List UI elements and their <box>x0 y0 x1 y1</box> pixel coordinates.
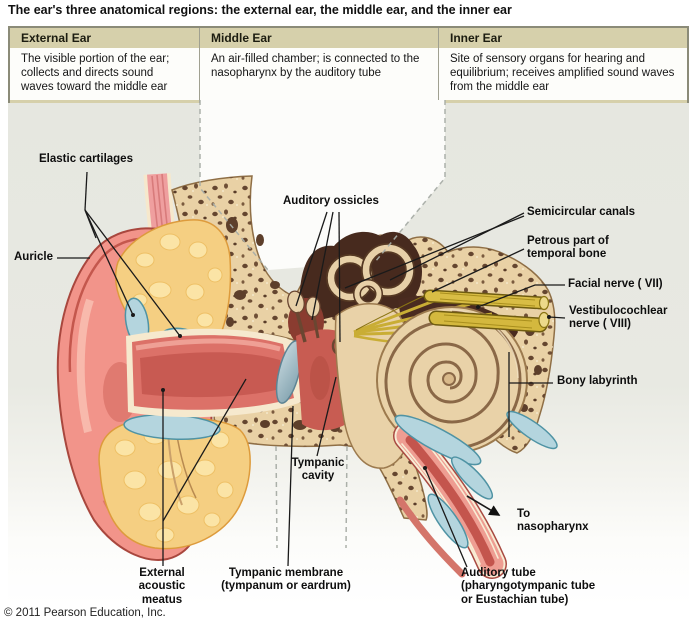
copyright: © 2011 Pearson Education, Inc. <box>4 607 166 619</box>
header-inner-ear: Inner Ear <box>439 28 687 48</box>
label-bony-labyrinth: Bony labyrinth <box>557 375 638 387</box>
label-semicircular-canals: Semicircular canals <box>527 206 636 218</box>
regions-table: External Ear Middle Ear Inner Ear The vi… <box>8 26 689 112</box>
label-elastic-cartilages: Elastic cartilages <box>39 153 133 165</box>
auditory-ossicles-shapes <box>287 290 347 356</box>
label-tympanic-membrane: Tympanic membrane (tympanum or eardrum) <box>221 567 351 593</box>
regions-table-body-row: The visible portion of the ear; collects… <box>10 48 687 101</box>
auditory-tube-shape <box>393 421 507 579</box>
cavity-shadow <box>310 356 330 400</box>
figure-title: The ear's three anatomical regions: the … <box>8 3 512 17</box>
label-petrous-part: Petrous part of temporal bone <box>527 235 609 261</box>
header-middle-ear: Middle Ear <box>200 28 439 48</box>
desc-inner-ear: Site of sensory organs for hearing and e… <box>439 48 687 101</box>
middle-ear-boundary-dashes <box>199 100 446 549</box>
leader-dots <box>131 305 551 470</box>
facial-and-vestibulocochlear-nerves <box>423 289 550 333</box>
middle-ear-funnel <box>200 100 445 270</box>
tube-cartilage-shapes <box>394 410 558 549</box>
label-external-acoustic-meatus: External acoustic meatus <box>138 567 186 606</box>
label-auditory-tube: Auditory tube (pharyngotympanic tube or … <box>461 567 596 606</box>
label-auricle: Auricle <box>14 251 53 263</box>
header-external-ear: External Ear <box>10 28 200 48</box>
label-vestibulocochlear-nerve: Vestibulocochlear nerve ( VIII) <box>569 305 668 331</box>
leader-lines <box>57 171 566 568</box>
label-facial-nerve: Facial nerve ( VII) <box>568 278 663 290</box>
label-tympanic-cavity: Tympanic cavity <box>291 457 345 483</box>
regions-table-header-row: External Ear Middle Ear Inner Ear <box>10 28 687 48</box>
ear-canal-shape <box>126 328 302 418</box>
label-auditory-ossicles: Auditory ossicles <box>283 195 379 207</box>
label-to-nasopharynx: To nasopharynx <box>517 508 589 534</box>
desc-middle-ear: An air-filled chamber; is connected to t… <box>200 48 439 101</box>
desc-external-ear: The visible portion of the ear; collects… <box>10 48 200 101</box>
